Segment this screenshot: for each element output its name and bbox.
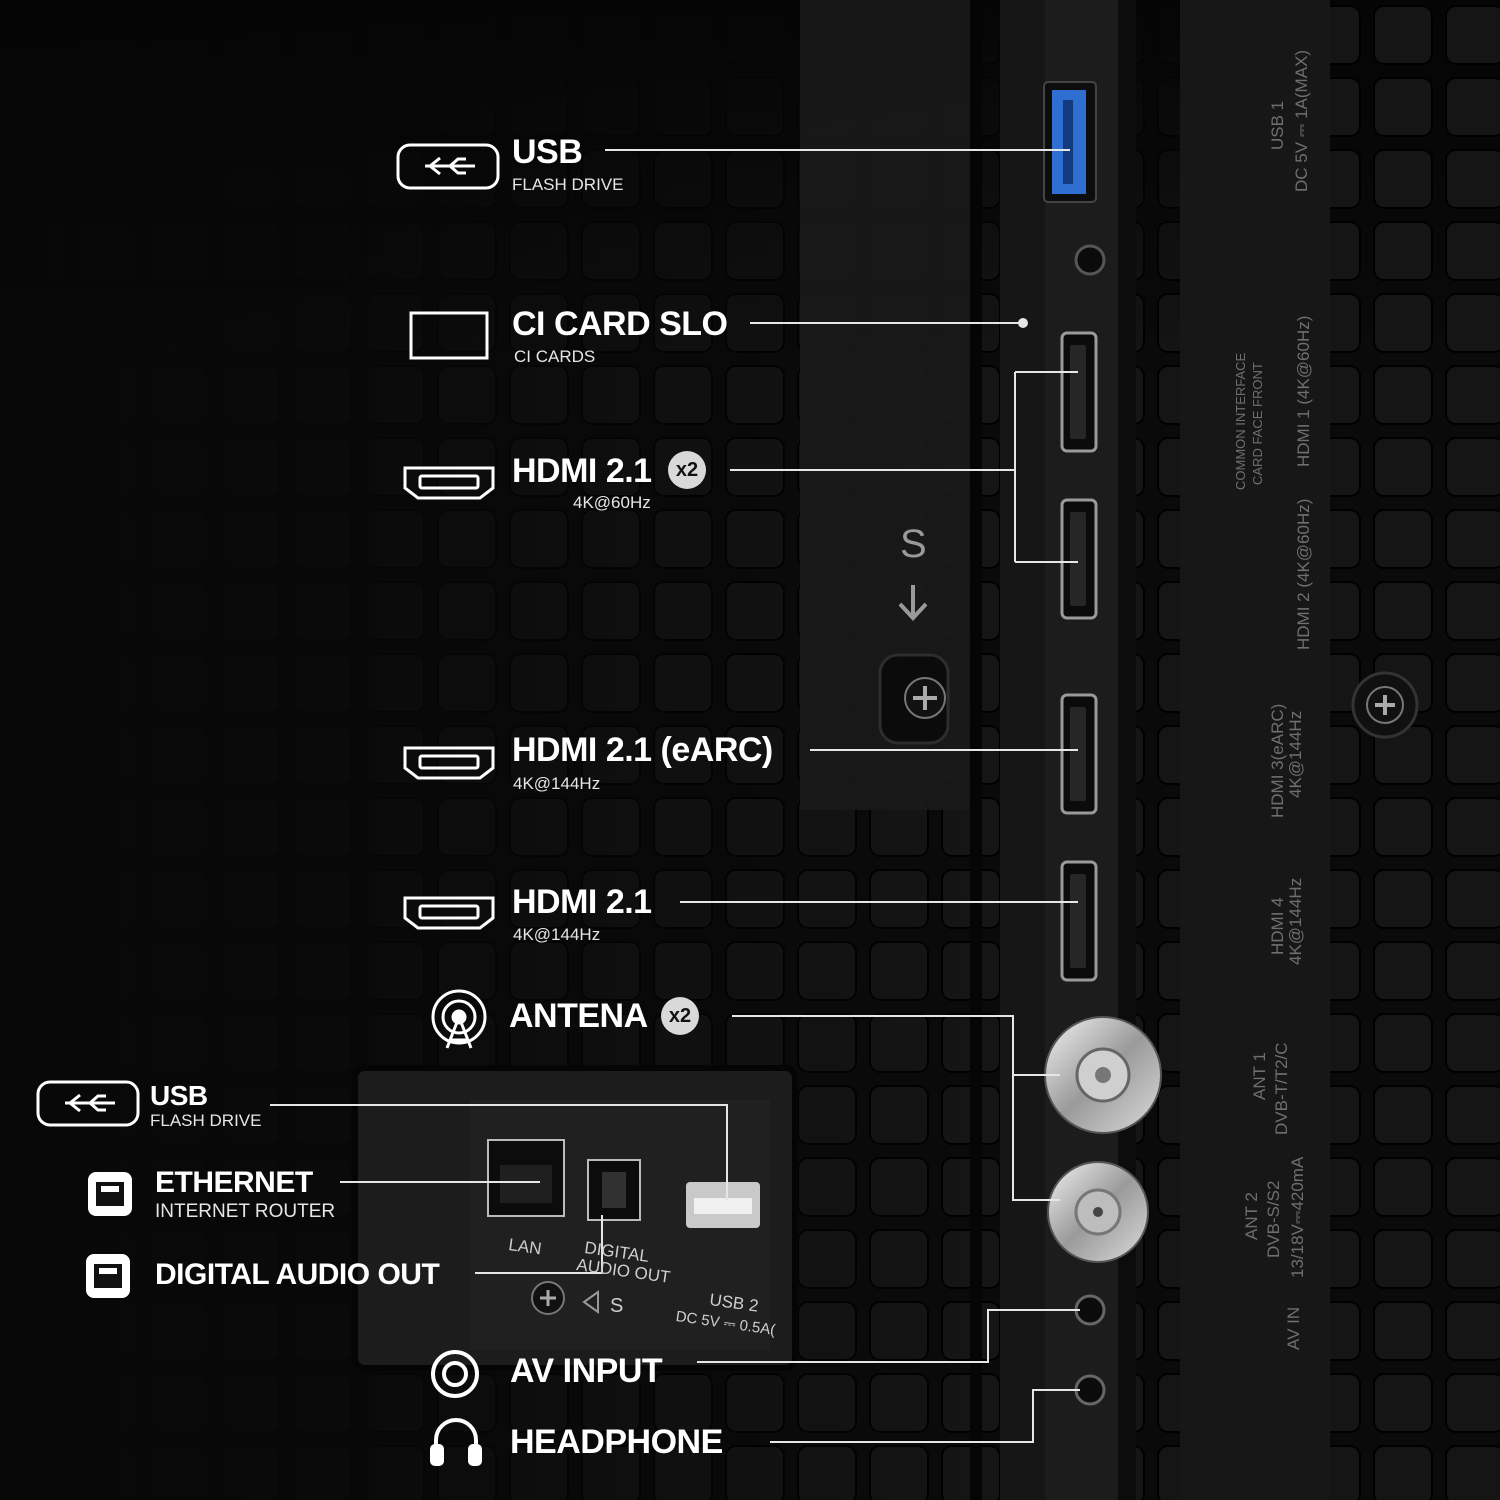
hdmi-single-subtitle: 4K@144Hz	[513, 925, 601, 944]
panel-ant1-label: ANT 1	[1250, 1052, 1269, 1100]
usb-top-title: USB	[512, 133, 583, 171]
av-input-icon	[431, 1350, 479, 1398]
panel-av-in-label: AV IN	[1284, 1306, 1303, 1350]
card-slot-icon	[409, 311, 489, 360]
hdmi-icon	[403, 466, 495, 500]
headphone-icon	[430, 1418, 482, 1466]
hdmi-pair-title: HDMI 2.1	[512, 452, 652, 490]
usb1-port	[1043, 81, 1097, 203]
screw-s-label: S	[610, 1295, 624, 1317]
digital-audio-title: DIGITAL AUDIO OUT	[155, 1258, 440, 1291]
usb-bottom-title: USB	[150, 1080, 208, 1111]
panel-usb1-label: USB 1	[1268, 100, 1287, 150]
panel-usb1-power-label: DC 5V ⎓ 1A(MAX)	[1292, 49, 1311, 192]
label-panel	[1180, 0, 1330, 1500]
panel-ant1-std-label: DVB-T/T2/C	[1272, 1042, 1291, 1135]
panel-ant2-label: ANT 2	[1242, 1192, 1261, 1240]
antenna-port-2	[1047, 1161, 1149, 1263]
headphone-title: HEADPHONE	[510, 1423, 723, 1461]
headphone-jack	[1074, 1374, 1106, 1406]
ethernet-title: ETHERNET	[155, 1166, 313, 1199]
optical-port	[587, 1159, 641, 1221]
screw-mid	[878, 653, 950, 745]
av-in-jack	[1074, 1294, 1106, 1326]
arrow-s-label: S	[900, 522, 927, 566]
usb-icon	[36, 1080, 140, 1127]
panel-ant2-power-label: 13/18V⎓420mA	[1288, 1156, 1307, 1278]
antenna-count-badge: x2	[661, 997, 699, 1035]
ethernet-subtitle: INTERNET ROUTER	[155, 1201, 336, 1222]
av-input-title: AV INPUT	[510, 1352, 663, 1390]
panel-hdmi2-label: HDMI 2 (4K@60Hz)	[1294, 498, 1313, 650]
hdmi-icon	[403, 896, 495, 930]
usb-top-subtitle: FLASH DRIVE	[512, 175, 624, 194]
panel-hdmi4-label: HDMI 4	[1268, 897, 1287, 955]
hdmi-earc-title: HDMI 2.1 (eARC)	[512, 731, 773, 769]
leader-lines	[270, 149, 1080, 1443]
panel-card-face-label: CARD FACE FRONT	[1250, 362, 1265, 485]
hdmi-pair-subtitle: 4K@60Hz	[573, 493, 651, 512]
usb-bottom-subtitle: FLASH DRIVE	[150, 1111, 262, 1130]
ci-card-title: CI CARD SLO	[512, 305, 728, 343]
hdmi-port-3	[1060, 693, 1098, 815]
hdmi-port-4	[1060, 860, 1098, 982]
hdmi-pair-count-badge: x2	[668, 451, 706, 489]
lan-port	[487, 1139, 565, 1217]
panel-hdmi3-label: HDMI 3(eARC)	[1268, 703, 1287, 818]
panel-hdmi1-label: HDMI 1 (4K@60Hz)	[1294, 315, 1313, 467]
hdmi-single-title: HDMI 2.1	[512, 883, 652, 921]
antenna-port-1	[1044, 1016, 1162, 1134]
ci-card-subtitle: CI CARDS	[514, 347, 596, 366]
hdmi-port-1	[1060, 331, 1098, 453]
hdmi-port-2	[1060, 498, 1098, 620]
hdmi-earc-subtitle: 4K@144Hz	[513, 774, 601, 793]
antenna-title: ANTENA	[509, 997, 648, 1035]
panel-common-interface-label: COMMON INTERFACE	[1233, 352, 1248, 490]
usb-icon	[396, 143, 500, 190]
panel-ant2-std-label: DVB-S/S2	[1264, 1180, 1283, 1258]
panel-hdmi4-rate-label: 4K@144Hz	[1286, 877, 1305, 965]
screw-right	[1351, 671, 1419, 739]
panel-hdmi3-rate-label: 4K@144Hz	[1286, 710, 1305, 798]
usb2-port	[686, 1182, 760, 1228]
hdmi-icon	[403, 746, 495, 780]
ethernet-icon	[86, 1254, 130, 1298]
ethernet-icon	[88, 1172, 132, 1216]
antenna-icon	[431, 989, 487, 1049]
